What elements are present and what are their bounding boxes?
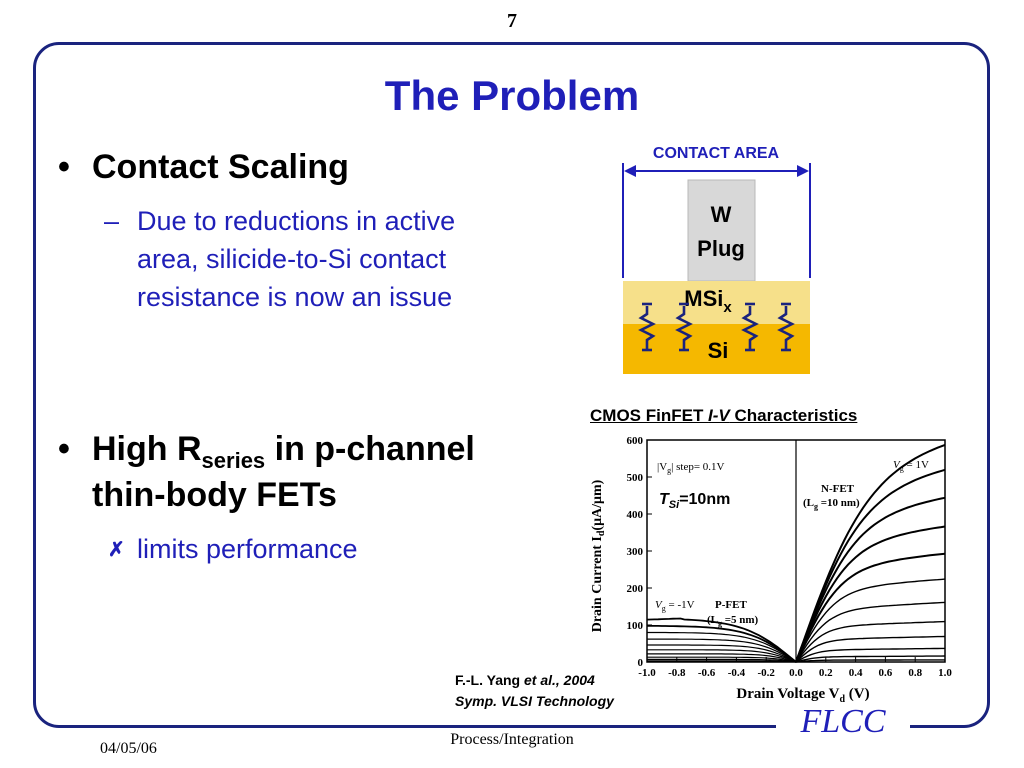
sub-dash: – <box>104 206 120 236</box>
y-tick-label: 500 <box>627 472 644 484</box>
tsi-annotation: TSi=10nm <box>659 491 730 511</box>
pfet-curve <box>647 625 797 663</box>
x-tick-label: 0.2 <box>819 667 833 679</box>
slide-title: The Problem <box>384 72 640 119</box>
pfet-curve <box>647 660 797 663</box>
y-tick-label: 100 <box>627 620 644 632</box>
nfet-length: (Lg =10 nm) <box>803 497 860 511</box>
pfet-length: (Lg =5 nm) <box>707 614 759 628</box>
x-bullet-icon: ✗ <box>108 539 125 561</box>
resistor-icon <box>638 306 656 350</box>
step-annotation: |Vg| step= 0.1V <box>657 461 725 475</box>
limits-performance: limits performance <box>137 534 358 564</box>
bullet-high-rseries-line2: thin-body FETs <box>92 476 337 514</box>
nfet-curve <box>795 578 946 663</box>
y-tick-label: 300 <box>627 546 644 558</box>
x-tick-label: 1.0 <box>938 667 952 679</box>
vg-pos-annotation: Vg = 1V <box>893 459 929 473</box>
x-tick-label: 0.4 <box>849 667 863 679</box>
x-tick-label: -0.6 <box>698 667 716 679</box>
pfet-curve <box>647 649 797 663</box>
x-tick-label: -0.8 <box>668 667 686 679</box>
footer-date: 04/05/06 <box>100 740 157 757</box>
bullet-marker: • <box>58 430 70 468</box>
nfet-curve <box>795 443 946 663</box>
nfet-curve <box>795 525 946 663</box>
msi-label: MSix <box>684 286 732 316</box>
nfet-curve <box>795 468 946 663</box>
b2-pre: High R <box>92 430 202 468</box>
nfet-curve <box>795 655 946 663</box>
slide-frame <box>33 42 990 728</box>
x-axis-label: Drain Voltage Vd (V) <box>736 686 869 705</box>
b2-post: in p-channel <box>265 430 475 468</box>
pfet-curve <box>647 653 797 663</box>
si-layer <box>623 324 810 374</box>
iv-chart: -1.0 -0.8 -0.6 -0.4 -0.2 0.0 0.2 0.4 0.6 0.8 1.0 0 1… <box>590 435 953 705</box>
x-tick-label: 0.6 <box>879 667 893 679</box>
tick-label-group: -1.0 -0.8 -0.6 -0.4 -0.2 0.0 0.2 0.4 0.6 0.8 1.0 0 1… <box>627 435 953 679</box>
bullet-high-rseries: High Rseries in p-channel <box>92 430 475 474</box>
nfet-curve <box>795 620 946 663</box>
y-tick-label: 200 <box>627 583 644 595</box>
pfet-label: P-FET <box>715 599 747 611</box>
w-plug <box>687 179 756 282</box>
vg-neg-annotation: Vg = -1V <box>655 599 695 613</box>
b2-sub: series <box>201 447 266 473</box>
sub-line-2: area, silicide-to-Si contact <box>137 244 447 274</box>
x-tick-label: -0.4 <box>728 667 746 679</box>
plug-w-label: W <box>711 202 732 227</box>
curve-group <box>646 443 946 663</box>
pfet-curve <box>647 638 797 663</box>
citation-line-1: F.-L. Yang et al., 2004 <box>455 672 595 688</box>
y-tick-label: 600 <box>627 435 644 447</box>
x-tick-label: -0.2 <box>757 667 775 679</box>
pfet-curve <box>647 631 797 663</box>
sub-line-1: Due to reductions in active <box>137 206 456 236</box>
contact-area-label: CONTACT AREA <box>653 145 780 162</box>
nfet-curve <box>795 659 945 663</box>
nfet-curve <box>795 496 946 663</box>
nfet-curve <box>795 601 946 663</box>
nfet-label: N-FET <box>821 483 855 495</box>
nfet-curve <box>795 647 945 663</box>
slide-number: 7 <box>507 10 517 32</box>
y-axis-label: Drain Current Id(μA/μm) <box>590 479 607 632</box>
x-tick-label: 0.8 <box>908 667 922 679</box>
x-tick-label: -1.0 <box>638 667 656 679</box>
pfet-curve <box>646 617 797 663</box>
si-label: Si <box>708 338 729 363</box>
sub-bullet-text: Due to reductions in active area, silici… <box>137 202 567 316</box>
pfet-curve <box>647 644 797 663</box>
resistor-icon <box>675 306 693 350</box>
resistor-group <box>638 302 795 352</box>
arrow-right-icon <box>797 165 809 177</box>
resistor-icon <box>741 306 759 350</box>
logo-backdrop <box>776 703 910 745</box>
citation-line-2: Symp. VLSI Technology <box>455 693 614 709</box>
bullet-contact-scaling: Contact Scaling <box>92 148 349 186</box>
flcc-logo: FLCC <box>800 703 886 740</box>
bullet-marker: • <box>58 148 70 186</box>
chart-heading: CMOS FinFET I-V Characteristics <box>590 406 858 425</box>
resistor-icon <box>777 306 795 350</box>
y-tick-label: 0 <box>638 657 644 669</box>
sub-line-3: resistance is now an issue <box>137 282 453 312</box>
plug-text-label: Plug <box>697 236 745 261</box>
pfet-curve <box>647 658 797 663</box>
nfet-curve <box>795 552 946 663</box>
silicide-layer <box>623 281 810 324</box>
contact-diagram: CONTACT AREA W Plug MSix Si <box>622 145 811 374</box>
footer-center: Process/Integration <box>450 731 574 748</box>
x-tick-label: 0.0 <box>789 667 803 679</box>
arrow-left-icon <box>624 165 636 177</box>
y-tick-label: 400 <box>627 509 644 521</box>
pfet-curve <box>647 656 797 663</box>
nfet-curve <box>795 635 946 663</box>
